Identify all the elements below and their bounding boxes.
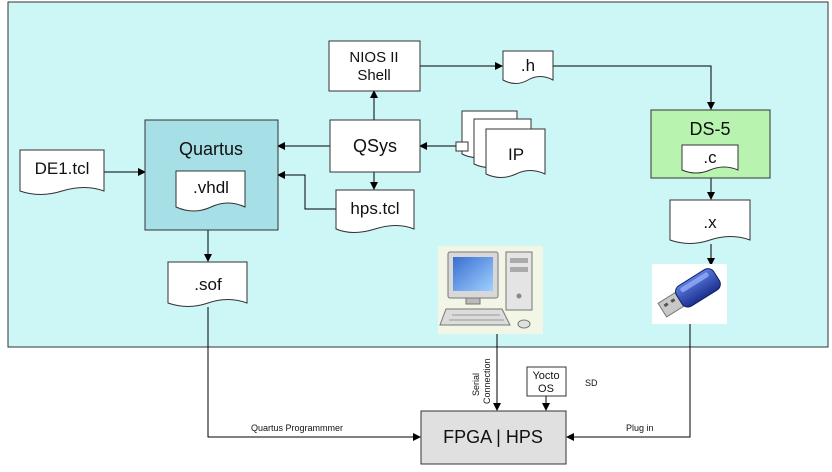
c-file-label: .c (703, 148, 717, 167)
x-file-node: .x (669, 199, 751, 244)
hps-tcl-node: hps.tcl (335, 189, 415, 233)
yocto-os-node: Yocto OS (526, 366, 567, 397)
nios-line2: Shell (357, 67, 390, 84)
quartus-programmer-label: Quartus Programmmer (251, 423, 343, 433)
c-file-shape (681, 144, 739, 174)
serial-label-line2: Connection (482, 358, 492, 404)
de1-tcl-node: DE1.tcl (19, 149, 105, 195)
hps-tcl-label: hps.tcl (350, 199, 399, 218)
nios-shell-node: NIOS II Shell (328, 40, 421, 92)
qsys-node: QSys (329, 119, 421, 173)
ip-label: IP (508, 145, 524, 164)
quartus-node: Quartus .vhdl (144, 119, 279, 231)
edge-sof-to-fpga (207, 307, 421, 441)
sd-label: SD (585, 378, 598, 388)
edge-hpstcl-to-quartus (277, 171, 336, 210)
ip-node: IP (455, 110, 546, 178)
edge-h-to-ds5 (553, 65, 715, 110)
h-file-node: .h (502, 50, 554, 84)
edges (104, 62, 715, 441)
yocto-line1: Yocto (532, 370, 559, 382)
qsys-label: QSys (353, 136, 397, 156)
sof-file-label: .sof (194, 275, 222, 294)
yocto-line2: OS (538, 383, 554, 395)
vhdl-file-shape (175, 170, 246, 212)
quartus-label: Quartus (179, 139, 243, 159)
usb-drive-icon (652, 264, 727, 324)
serial-label-line1: Serial (471, 373, 481, 396)
fpga-hps-node: FPGA | HPS (420, 410, 567, 465)
x-file-label: .x (703, 213, 717, 232)
edge-usb-to-fpga (566, 322, 691, 441)
nios-line1: NIOS II (349, 49, 398, 66)
plug-in-label: Plug in (626, 423, 654, 433)
desktop-computer-icon (438, 246, 543, 334)
fpga-hps-label: FPGA | HPS (443, 427, 543, 447)
vhdl-file-label: .vhdl (193, 178, 229, 197)
sof-file-node: .sof (167, 261, 248, 307)
ds5-node: DS-5 .c (650, 109, 771, 179)
de1-tcl-label: DE1.tcl (35, 159, 90, 178)
ds5-label: DS-5 (689, 119, 730, 139)
h-file-label: .h (521, 56, 535, 75)
